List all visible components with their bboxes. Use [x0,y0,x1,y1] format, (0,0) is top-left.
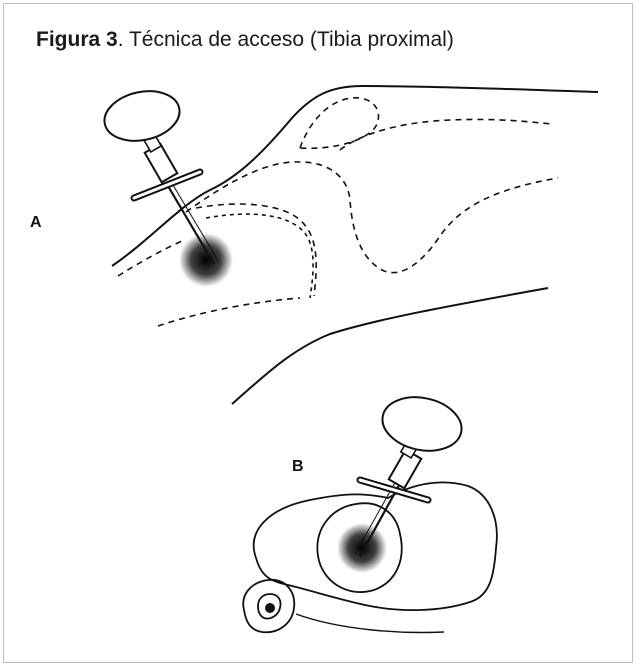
tibia-posterior-cortex [158,298,300,326]
skin-lower-contour [232,288,548,404]
marrow-injection-spot-b [337,523,387,573]
handle-cap-a [100,85,184,148]
panel-a-needle-and-syringe [100,85,233,287]
patella-outline [300,98,379,148]
femoral-condyle-outline [186,162,558,273]
fascia-line-b [296,614,444,632]
femur-upper-line [340,119,552,150]
needle-hub-b [389,450,422,488]
handle-cap-b [377,390,466,457]
panel-b-needle-and-syringe [265,390,467,613]
tibia-anterior-cortex [118,240,184,276]
